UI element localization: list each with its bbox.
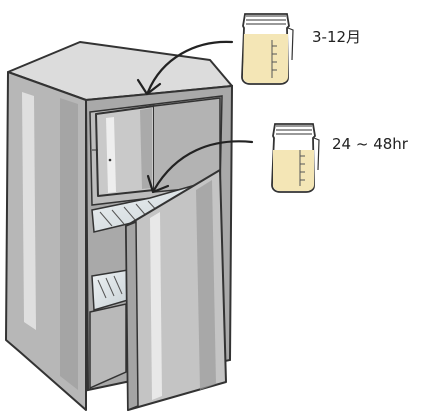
arrow-to-freezer [136,40,234,96]
freezer-door-dot [108,158,112,162]
main-door-edge [125,220,139,412]
freezer-door-highlight [106,117,116,193]
freezer-duration-label: 3-12月 [312,28,362,46]
freezer-door-shadow [140,108,152,189]
fridge-left-side-shadow [60,98,78,390]
fridge-left-side-highlight [22,92,36,330]
lower-shelf-hatching [97,275,123,299]
main-door-shadow [196,180,216,390]
milk-bag-fridge-icon [271,123,320,193]
main-door-highlight [150,212,162,400]
crisper-drawer [89,303,127,390]
arrow-to-fridge [146,140,254,194]
milk-bag-freezer-icon [241,13,294,85]
fridge-duration-label: 24 ~ 48hr [332,135,408,153]
